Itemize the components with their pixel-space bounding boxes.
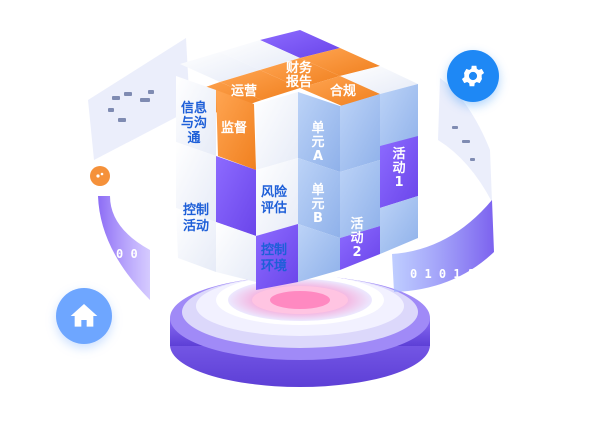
orbit-ring-front: 0 0 0 1 0 1 1 — [98, 196, 494, 300]
label-control-activities: 控制活动 — [183, 202, 209, 234]
label-risk-assessment: 风险评估 — [261, 184, 288, 216]
home-icon — [70, 304, 98, 327]
label-supervision: 监督 — [221, 120, 247, 136]
cube-left — [176, 76, 256, 282]
label-info-communication: 信息与沟通 — [181, 100, 207, 146]
ring-dot-marks-left — [108, 90, 154, 122]
label-compliance: 合规 — [330, 83, 356, 99]
gear-icon — [461, 65, 485, 87]
ring-binary-left: 0 0 — [116, 247, 138, 261]
label-finance-report: 财务报告 — [286, 60, 313, 90]
label-control-environment: 控制环境 — [261, 242, 287, 274]
ring-binary-right: 0 1 0 1 1 — [410, 267, 475, 281]
settings-button[interactable] — [447, 50, 499, 102]
orbit-ring-back — [88, 38, 492, 202]
cube-right — [340, 84, 418, 270]
label-operations: 运营 — [231, 83, 257, 99]
cube-front — [256, 92, 340, 290]
menu-dot-button[interactable] — [90, 166, 110, 186]
dots-icon — [96, 172, 104, 178]
base-platform — [170, 275, 430, 387]
home-button[interactable] — [56, 288, 112, 344]
ring-dot-marks-right — [452, 126, 475, 161]
